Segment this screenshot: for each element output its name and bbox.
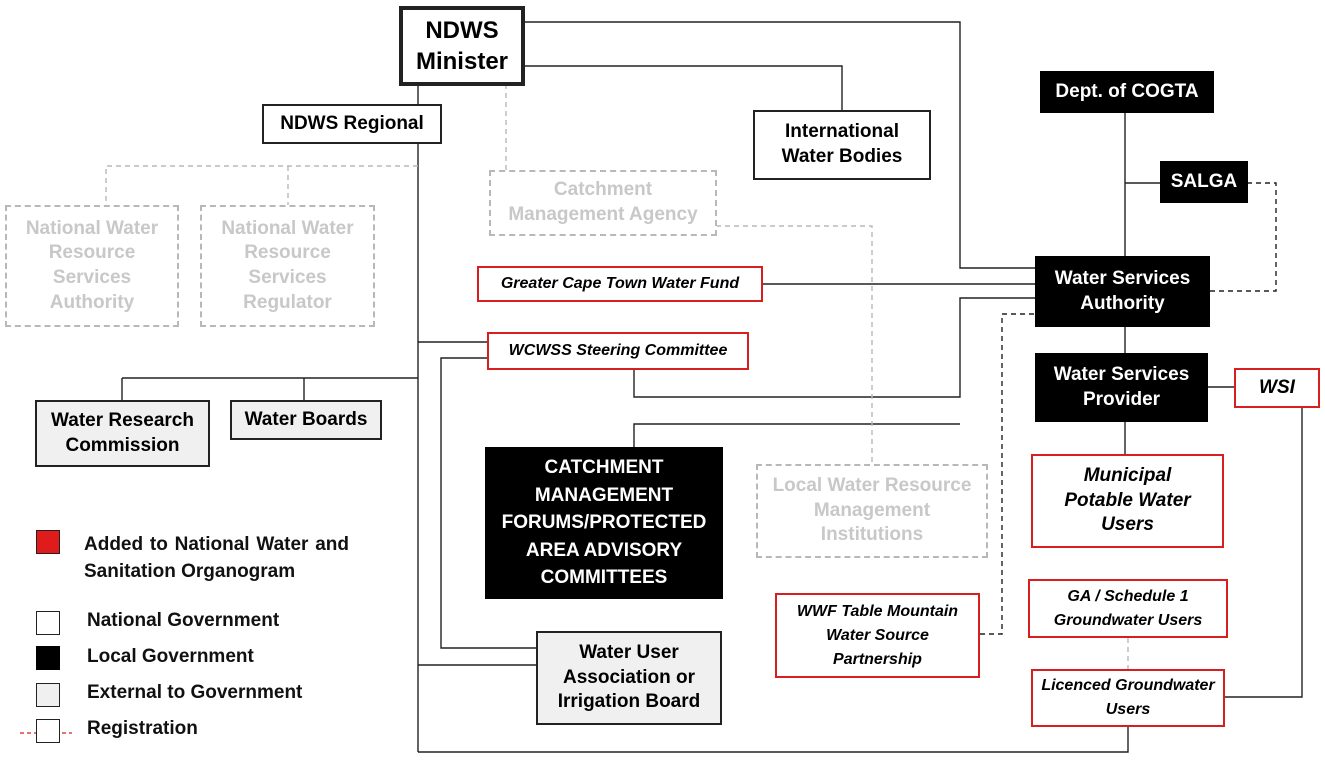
wcwss-steering-committee-label: WCWSS Steering Committee xyxy=(508,341,728,359)
connector-minister-wsa xyxy=(525,21,1035,269)
water-research-commission-label: Water Research Commission xyxy=(51,409,194,456)
legend-external-label: External to Government xyxy=(87,682,303,703)
connector-bottom-licenced xyxy=(418,727,1129,753)
nwrs-authority-label: National Water Resource Services Authori… xyxy=(25,217,159,313)
legend-swatch-registration xyxy=(36,719,60,743)
dashed-salga-wsa xyxy=(1210,182,1277,292)
wwf-table-mountain-box: WWF Table Mountain Water Source Partners… xyxy=(775,593,980,678)
ndws-minister-box: NDWS Minister xyxy=(399,6,525,86)
licenced-groundwater-users-label: Licenced Groundwater Users xyxy=(1041,677,1215,718)
nwrs-regulator-box: National Water Resource Services Regulat… xyxy=(200,205,375,327)
international-water-bodies-label: International Water Bodies xyxy=(781,121,903,167)
connector-cmf-wsa xyxy=(633,423,960,448)
dashed-wwf-wsa xyxy=(980,313,1035,635)
international-water-bodies-box: International Water Bodies xyxy=(753,110,931,180)
legend-national-label: National Government xyxy=(87,610,280,631)
nwrs-regulator-label: National Water Resource Services Regulat… xyxy=(221,217,354,313)
greater-cape-town-water-fund-box: Greater Cape Town Water Fund xyxy=(477,266,763,302)
salga-box: SALGA xyxy=(1160,161,1248,203)
nwrs-authority-box: National Water Resource Services Authori… xyxy=(5,205,179,327)
dashed-regional-authorities xyxy=(105,165,418,206)
water-services-provider-box: Water Services Provider xyxy=(1035,353,1208,422)
legend-swatch-national xyxy=(36,611,60,635)
greater-cape-town-water-fund-label: Greater Cape Town Water Fund xyxy=(500,274,740,292)
catchment-management-agency-label: Catchment Management Agency xyxy=(508,179,698,225)
dashed-cma-lwrmi xyxy=(716,225,873,465)
connector-wcwss-wsa xyxy=(633,297,1035,398)
water-user-association-box: Water User Association or Irrigation Boa… xyxy=(536,631,722,725)
dept-cogta-label: Dept. of COGTA xyxy=(1055,80,1199,102)
municipal-potable-water-users-box: Municipal Potable Water Users xyxy=(1031,454,1224,548)
wsi-label: WSI xyxy=(1259,376,1295,398)
wcwss-steering-committee-box: WCWSS Steering Committee xyxy=(487,332,749,370)
catchment-management-forums-box: CATCHMENT MANAGEMENT FORUMS/PROTECTED AR… xyxy=(485,447,723,599)
wwf-table-mountain-label: WWF Table Mountain Water Source Partners… xyxy=(796,602,959,668)
legend-added-label: Added to National Water and Sanitation O… xyxy=(84,534,349,582)
licenced-groundwater-users-box: Licenced Groundwater Users xyxy=(1031,669,1225,727)
legend-registration-label: Registration xyxy=(87,718,198,739)
local-water-resource-management-label: Local Water Resource Management Institut… xyxy=(772,474,972,546)
ndws-regional-box: NDWS Regional xyxy=(262,104,442,144)
water-services-authority-label: Water Services Authority xyxy=(1054,267,1191,314)
connector-wcwss-wua xyxy=(440,357,536,649)
legend-local-label: Local Government xyxy=(87,646,254,667)
ndws-minister-label: NDWS Minister xyxy=(415,16,508,75)
legend-swatch-external xyxy=(36,683,60,707)
water-research-commission-box: Water Research Commission xyxy=(35,400,210,467)
catchment-management-forums-label: CATCHMENT MANAGEMENT FORUMS/PROTECTED AR… xyxy=(501,457,707,589)
salga-label: SALGA xyxy=(1170,170,1238,192)
connector-minister-international xyxy=(525,65,843,110)
water-user-association-label: Water User Association or Irrigation Boa… xyxy=(557,641,701,713)
municipal-potable-water-users-label: Municipal Potable Water Users xyxy=(1064,464,1191,536)
legend-swatch-local xyxy=(36,646,60,670)
wsi-box: WSI xyxy=(1234,368,1320,408)
water-boards-box: Water Boards xyxy=(230,400,382,440)
ga-schedule-1-label: GA / Schedule 1 Groundwater Users xyxy=(1053,587,1203,629)
local-water-resource-management-box: Local Water Resource Management Institut… xyxy=(756,464,988,558)
catchment-management-agency-box: Catchment Management Agency xyxy=(489,170,717,236)
ga-schedule-1-box: GA / Schedule 1 Groundwater Users xyxy=(1028,579,1228,638)
water-services-authority-box: Water Services Authority xyxy=(1035,256,1210,327)
legend-swatch-added xyxy=(36,530,60,554)
water-services-provider-label: Water Services Provider xyxy=(1053,363,1190,410)
ndws-regional-label: NDWS Regional xyxy=(280,112,424,134)
water-boards-label: Water Boards xyxy=(244,408,368,430)
dept-cogta-box: Dept. of COGTA xyxy=(1040,71,1214,113)
connector-wsi-licenced xyxy=(1225,408,1303,698)
